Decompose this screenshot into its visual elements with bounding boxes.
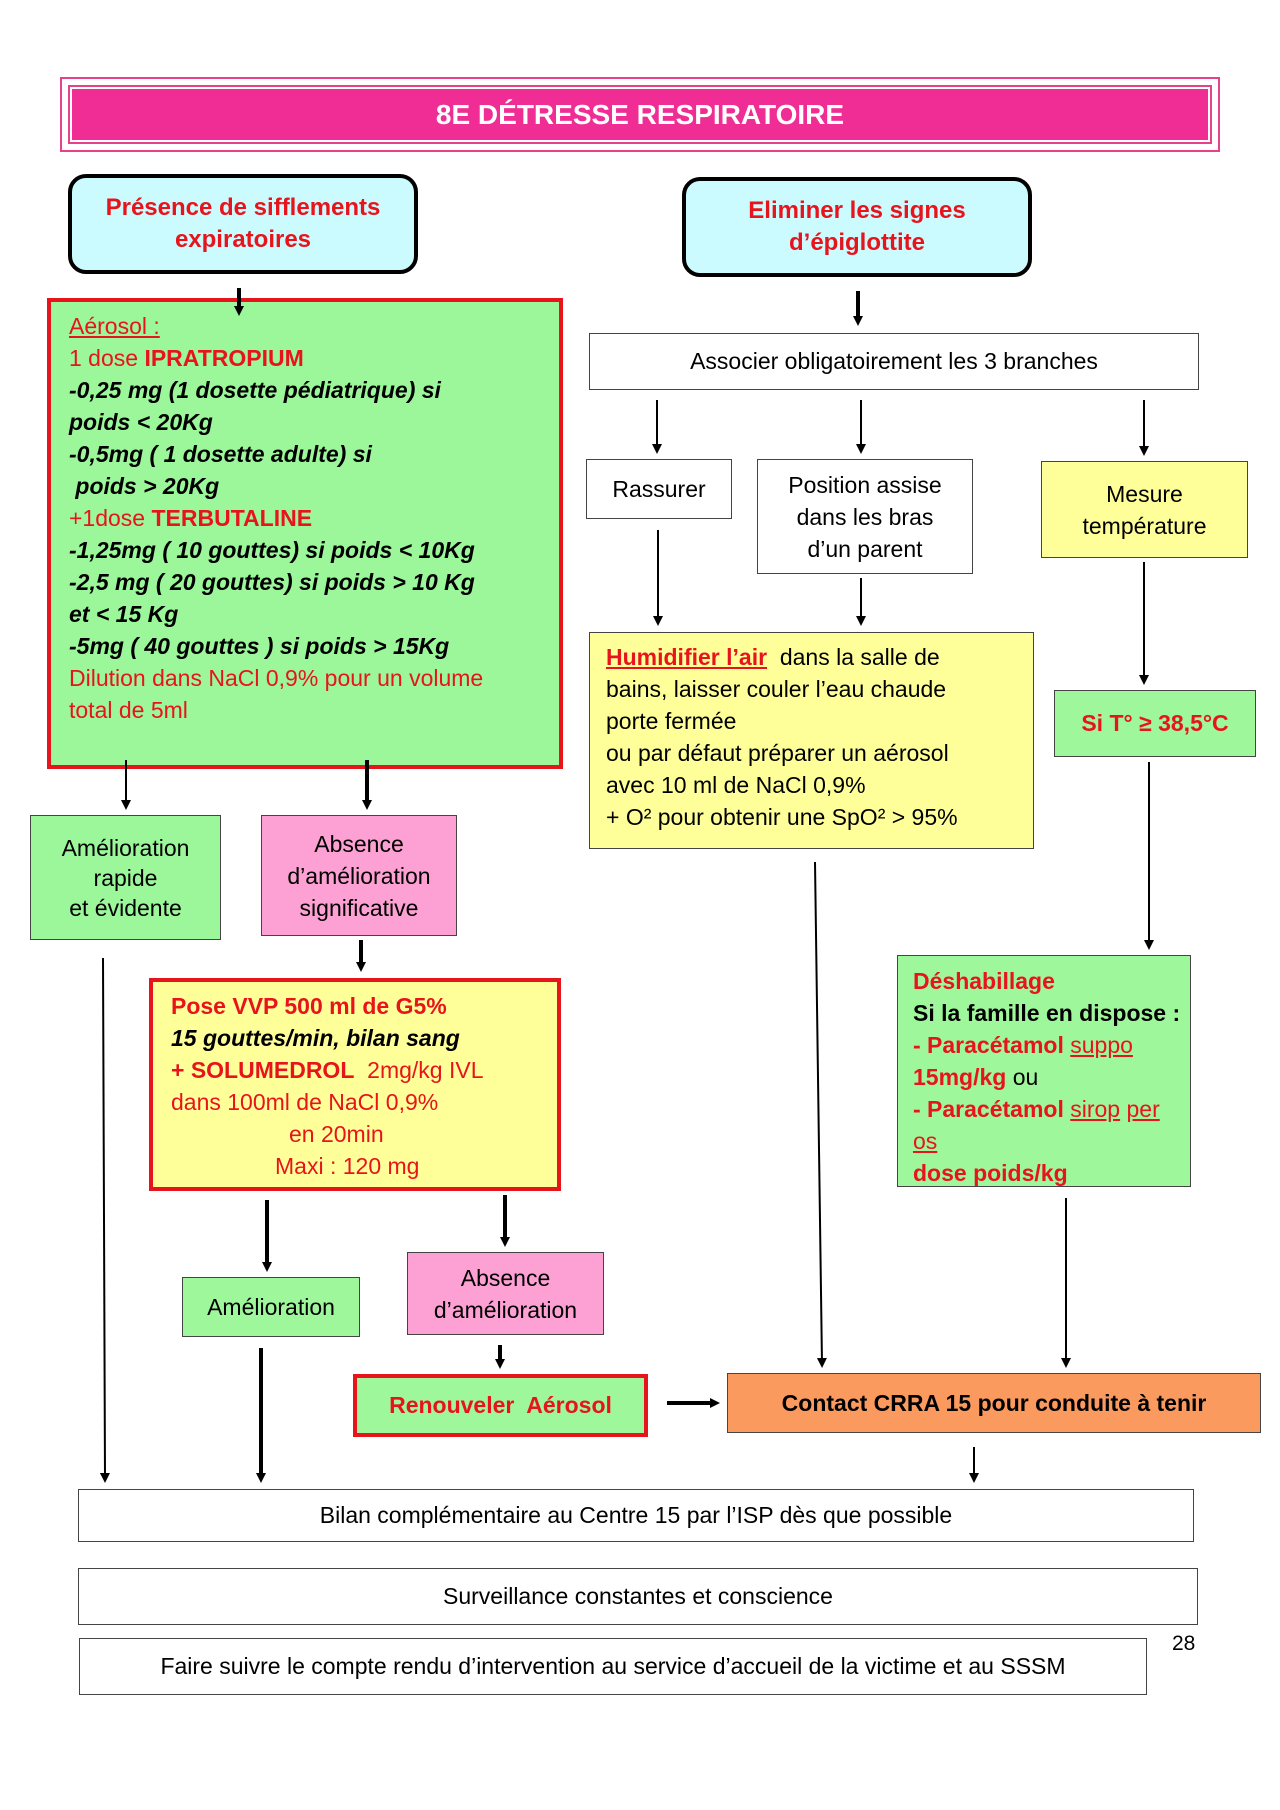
renew-aerosol-label: Renouveler Aérosol [389,1392,612,1418]
undress-l1: Déshabillage [913,968,1055,994]
wheezing-line2: expiratoires [174,226,312,253]
terbutaline-dose-4: -5mg ( 40 gouttes ) si poids > 15Kg [69,633,450,659]
humidify-l1: Humidifier l’air dans la salle de [606,641,1033,673]
iv-line-l5: en 20min [289,1121,384,1147]
iv-line-l6: Maxi : 120 mg [275,1153,420,1179]
ipratropium-prefix: 1 dose [69,345,145,371]
renew-aerosol-box: Renouveler Aérosol [353,1374,648,1437]
reassure-label: Rassurer [612,475,706,502]
terbutaline-line: +1dose TERBUTALINE [69,502,559,534]
additional-report-label: Bilan complémentaire au Centre 15 par l’… [319,1502,953,1528]
humidify-l4: ou par défaut préparer un aérosol [606,740,949,766]
page-title: 8E DÉTRESSE RESPIRATOIRE [68,85,1212,144]
arrow-rapid-to-report [99,957,110,1483]
undress-l2: Si la famille en dispose : [913,1000,1181,1026]
associate-branches-box: Associer obligatoirement les 3 branches [589,333,1199,390]
paracetamol-1: - Paracétamol [913,1032,1064,1058]
seated-position-l1: Position assise [788,471,942,498]
temperature-threshold-box: Si T° ≥ 38,5°C [1054,690,1256,757]
ipratropium-dose-2: poids < 20Kg [69,409,213,435]
terbutaline-dose-1: -1,25mg ( 10 gouttes) si poids < 10Kg [69,537,475,563]
terbutaline-name: TERBUTALINE [151,505,313,531]
measure-temperature-l1: Mesure [1106,480,1183,507]
sirop-label: sirop [1070,1096,1121,1122]
improvement-label: Amélioration [207,1293,335,1320]
solumedrol-dose: 2mg/kg IVL [354,1057,484,1083]
aerosol-box: Aérosol : 1 dose IPRATROPIUM -0,25 mg (1… [47,298,563,769]
improvement-box: Amélioration [182,1277,360,1337]
iv-line-l3: + SOLUMEDROL 2mg/kg IVL [171,1054,557,1086]
associate-branches-label: Associer obligatoirement les 3 branches [690,348,1098,374]
no-improvement-box: Absence d’amélioration [407,1252,604,1335]
epiglottitis-line1: Eliminer les signes [748,197,966,224]
humidify-air-box: Humidifier l’air dans la salle de bains,… [589,632,1034,849]
no-significant-l1: Absence [314,830,404,857]
ipratropium-name: IPRATROPIUM [144,345,304,371]
terbutaline-dose-3: et < 15 Kg [69,601,179,627]
page-number: 28 [1172,1632,1196,1655]
terbutaline-prefix: +1dose [69,505,152,531]
undress-l3: - Paracétamol suppo [913,1029,1190,1061]
humidify-l5: avec 10 ml de NaCl 0,9% [606,772,866,798]
no-significant-improvement-box: Absence d’amélioration significative [261,815,457,936]
additional-report-box: Bilan complémentaire au Centre 15 par l’… [78,1489,1194,1542]
humidify-l1-suffix: dans la salle de [767,644,940,670]
dilution-line-1: Dilution dans NaCl 0,9% pour un volume [69,665,484,691]
report-forwarding-label: Faire suivre le compte rendu d’intervent… [160,1653,1066,1679]
dose-15mg: 15mg/kg [913,1064,1007,1090]
temperature-threshold-label: Si T° ≥ 38,5°C [1081,710,1229,736]
iv-line-l4: dans 100ml de NaCl 0,9% [171,1089,439,1115]
ipratropium-dose-1: -0,25 mg (1 dosette pédiatrique) si [69,377,441,403]
humidify-l3: porte fermée [606,708,737,734]
contact-crra-box: Contact CRRA 15 pour conduite à tenir [727,1373,1261,1433]
no-significant-l3: significative [299,894,419,921]
undress-box: Déshabillage Si la famille en dispose : … [897,955,1191,1187]
title-banner: 8E DÉTRESSE RESPIRATOIRE [60,77,1220,152]
wheezing-presence-box: Présence de sifflements expiratoires [68,174,418,274]
no-significant-l2: d’amélioration [287,862,431,889]
reassure-box: Rassurer [586,459,732,519]
solumedrol-name: + SOLUMEDROL [171,1057,355,1083]
seated-position-box: Position assise dans les bras d’un paren… [757,459,973,574]
contact-crra-label: Contact CRRA 15 pour conduite à tenir [781,1389,1207,1416]
ipratropium-dose-4: poids > 20Kg [69,473,220,499]
rapid-improvement-box: Amélioration rapide et évidente [30,815,221,940]
epiglottitis-line2: d’épiglottite [789,229,925,256]
or-label: ou [1006,1064,1039,1090]
dilution-line-2: total de 5ml [69,697,188,723]
paracetamol-2: - Paracétamol [913,1096,1064,1122]
suppo-label: suppo [1070,1032,1133,1058]
undress-l4: 15mg/kg ou [913,1061,1190,1093]
aerosol-heading: Aérosol : [69,313,160,339]
rapid-improvement-l1: Amélioration [61,834,190,861]
arrow-humidify-to-contact [814,861,827,1368]
wheezing-line1: Présence de sifflements [105,194,381,221]
ipratropium-dose-3: -0,5mg ( 1 dosette adulte) si [69,441,372,467]
undress-l6: dose poids/kg [913,1160,1068,1186]
iv-line-l1: Pose VVP 500 ml de G5% [171,993,447,1019]
monitoring-label: Surveillance constantes et conscience [443,1583,833,1609]
iv-line-box: Pose VVP 500 ml de G5% 15 gouttes/min, b… [149,978,561,1191]
no-improvement-l2: d’amélioration [433,1296,578,1323]
rapid-improvement-l2: rapide [93,864,158,891]
measure-temperature-box: Mesure température [1041,461,1248,558]
monitoring-box: Surveillance constantes et conscience [78,1568,1198,1625]
humidify-heading: Humidifier l’air [606,644,768,670]
no-improvement-l1: Absence [460,1264,551,1291]
seated-position-l3: d’un parent [807,535,923,562]
iv-line-l2: 15 gouttes/min, bilan sang [171,1025,460,1051]
rapid-improvement-l3: et évidente [69,894,182,921]
per-os-label: per os [913,1096,1160,1154]
measure-temperature-l2: température [1082,512,1207,539]
ipratropium-line: 1 dose IPRATROPIUM [69,342,559,374]
terbutaline-dose-2: -2,5 mg ( 20 gouttes) si poids > 10 Kg [69,569,475,595]
epiglottitis-box: Eliminer les signes d’épiglottite [682,177,1032,277]
humidify-l2: bains, laisser couler l’eau chaude [606,676,947,702]
undress-l5: - Paracétamol sirop per os [913,1093,1190,1157]
humidify-l6: + O² pour obtenir une SpO² > 95% [606,804,958,830]
seated-position-l2: dans les bras [796,503,934,530]
report-forwarding-box: Faire suivre le compte rendu d’intervent… [79,1638,1147,1695]
